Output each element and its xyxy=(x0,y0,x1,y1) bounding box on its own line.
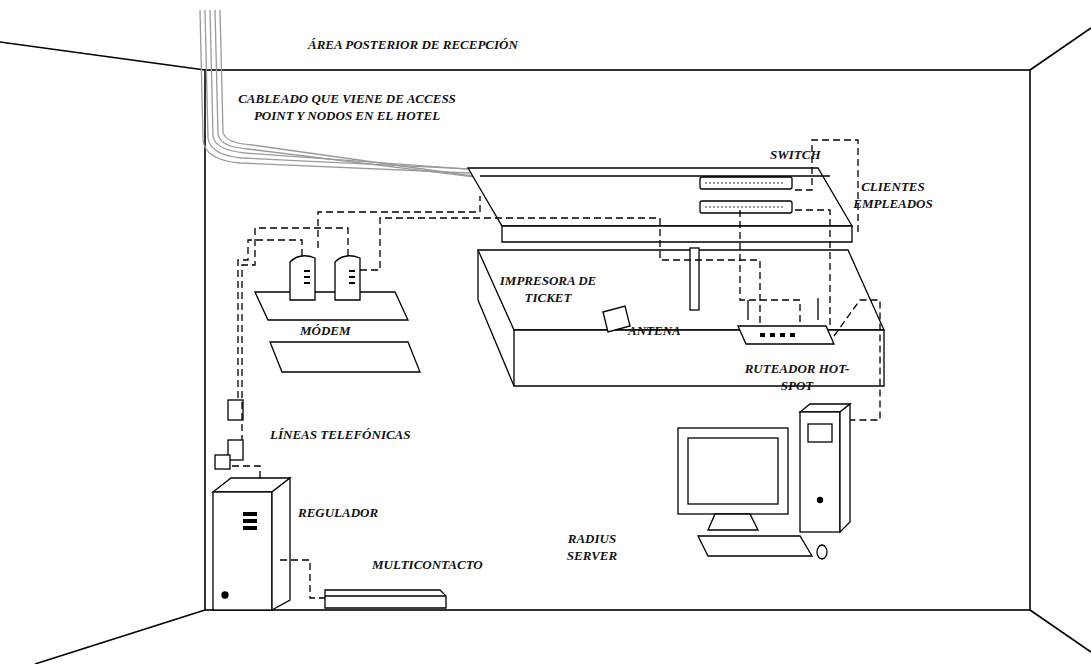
desk xyxy=(478,250,884,330)
equipment-label: MÓDEM xyxy=(300,322,351,339)
equipment-label: RUTEADOR HOT-SPOT xyxy=(742,360,852,394)
phone-jack xyxy=(228,400,243,420)
power-strip xyxy=(325,590,446,608)
equipment-label: REGULADOR xyxy=(298,504,378,521)
equipment-label: SWITCH xyxy=(770,146,821,163)
equipment-label: ANTENA xyxy=(628,322,681,339)
equipment-label: LÍNEAS TELEFÓNICAS xyxy=(270,426,411,443)
ticket-printer xyxy=(603,306,630,332)
wall-outlet xyxy=(215,455,230,469)
modem xyxy=(335,256,360,300)
dashed-cables xyxy=(230,140,880,598)
keyboard xyxy=(698,536,812,556)
equipment-label: IMPRESORA DE TICKET xyxy=(492,272,604,306)
shelf xyxy=(270,342,420,372)
monitor xyxy=(678,428,788,514)
upper-shelf xyxy=(468,168,852,226)
equipment-label: RADIUS SERVER xyxy=(552,530,632,564)
back-wall xyxy=(205,70,1030,610)
shelf xyxy=(255,292,408,320)
equipment-label: CLIENTES EMPLEADOS xyxy=(838,178,948,212)
router xyxy=(738,326,834,344)
equipment-label: MULTICONTACTO xyxy=(372,556,483,573)
room-title: ÁREA POSTERIOR DE RECEPCIÓN xyxy=(308,36,518,53)
cabling-label: CABLEADO QUE VIENE DE ACCESS POINT Y NOD… xyxy=(222,90,472,124)
antenna xyxy=(690,248,699,310)
modem xyxy=(290,256,315,300)
